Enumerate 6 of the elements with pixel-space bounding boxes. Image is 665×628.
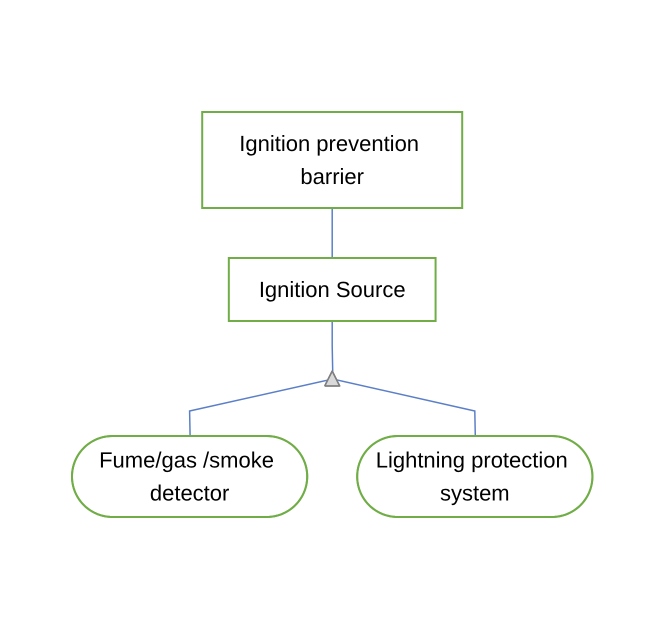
node-box: Ignition prevention barrier — [202, 110, 464, 208]
connector — [332, 320, 334, 371]
connector — [189, 378, 329, 436]
connector — [332, 208, 334, 258]
connector — [337, 378, 476, 436]
node-box: Ignition Source — [228, 256, 437, 322]
